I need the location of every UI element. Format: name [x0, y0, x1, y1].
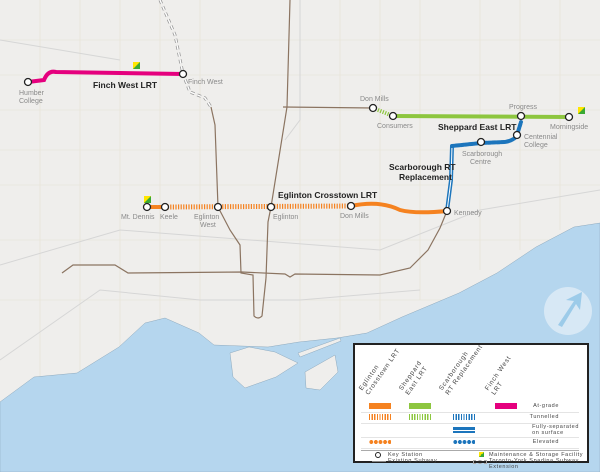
scarborough-rt-label-1: Scarborough RT: [389, 162, 456, 172]
station-eglinton: [266, 202, 276, 212]
swatch-scarborough-tunnelled: [453, 414, 475, 420]
label-kennedy: Kennedy: [454, 210, 482, 217]
swatch-scarborough-surface: [453, 427, 475, 433]
station-mt-dennis: [142, 202, 152, 212]
spadina-line: [210, 106, 267, 319]
legend-row-text: Fully-separated: [532, 424, 579, 430]
eglinton-tunnelled[interactable]: [164, 203, 352, 210]
label-keele: Keele: [160, 214, 178, 221]
toronto-islands: [229, 346, 299, 389]
yonge-line: [265, 0, 291, 279]
compass: [544, 287, 592, 335]
sheppard-at-grade[interactable]: [392, 114, 570, 119]
station-keele: [160, 202, 170, 212]
swatch-sheppard-at-grade: [409, 403, 431, 409]
label-don-mills-shep: Don Mills: [360, 96, 389, 103]
highways: [0, 0, 600, 361]
label-eglinton-west-1: Eglinton: [194, 214, 219, 221]
station-kennedy: [442, 206, 452, 216]
swatch-sheppard-tunnelled: [409, 414, 431, 420]
eglinton-at-grade[interactable]: [350, 201, 448, 215]
north-arrow-icon: [558, 292, 582, 327]
label-centennial-1: Centennial: [524, 134, 558, 141]
station-centennial-college: [512, 130, 522, 140]
swatch-eglinton-elevated: [369, 439, 391, 445]
legend-existing-subway: Existing Subway: [388, 458, 438, 464]
label-progress: Progress: [509, 104, 538, 111]
label-humber-2: College: [19, 98, 43, 105]
label-finch-west: Finch West: [188, 79, 223, 86]
label-scarborough-centre-1: Scarborough: [462, 151, 502, 158]
key-stations[interactable]: [23, 69, 574, 216]
maintenance-facility-icon: [479, 452, 484, 457]
sheppard-subway: [282, 106, 374, 109]
spadina-extension-icon: [473, 460, 487, 464]
legend-maintenance: Maintenance & Storage Facility: [489, 452, 584, 458]
key-station-icon: [375, 452, 381, 458]
label-centennial-2: College: [524, 142, 548, 149]
label-eglinton: Eglinton: [273, 214, 298, 221]
legend-spadina-extension: Toronto-York Spadina Subway Extension: [489, 458, 579, 470]
scarborough-rt-label-2: Replacement: [399, 172, 452, 182]
station-finch-west: [178, 69, 188, 79]
swatch-eglinton-tunnelled: [369, 414, 391, 420]
legend-row-tunnelled: Tunnelled: [361, 412, 579, 424]
legend-elevated: Elevated: [532, 439, 559, 445]
legend-key-station: Key Station: [388, 452, 423, 458]
station-don-mills-sheppard: [368, 103, 378, 113]
label-morningside: Morningside: [550, 124, 588, 131]
legend-row-text: on surface: [532, 430, 564, 436]
label-scarborough-centre-2: Centre: [470, 159, 491, 166]
finch-west-lrt[interactable]: [27, 69, 184, 84]
station-consumers: [388, 111, 398, 121]
legend-tunnelled: Tunnelled: [529, 414, 559, 420]
eglinton-crosstown-lrt-label: Eglinton Crosstown LRT: [278, 190, 378, 200]
spadina-extension: [158, 0, 213, 108]
swatch-eglinton-at-grade: [369, 403, 391, 409]
station-morningside: [564, 112, 574, 122]
label-humber-1: Humber: [19, 90, 45, 97]
station-scarborough-centre: [476, 137, 486, 147]
legend-row-elevated: Elevated: [361, 437, 579, 449]
bloor-danforth-line: [61, 210, 448, 278]
swatch-finch-at-grade: [495, 403, 517, 409]
existing-subway: [61, 0, 448, 319]
label-eglinton-west-2: West: [200, 222, 216, 229]
legend-row-at-grade: At-grade: [361, 401, 579, 413]
legend-divider: [361, 450, 579, 451]
station-humber-college: [23, 77, 33, 87]
label-don-mills-egl: Don Mills: [340, 213, 369, 220]
station-eglinton-west: [213, 202, 223, 212]
legend-at-grade: At-grade: [533, 403, 559, 409]
finch-west-lrt-label: Finch West LRT: [93, 80, 158, 90]
port-lands: [297, 337, 342, 391]
sheppard-east-lrt-label: Sheppard East LRT: [438, 122, 517, 132]
station-don-mills-eglinton: [346, 201, 356, 211]
label-mt-dennis: Mt. Dennis: [121, 214, 155, 221]
maintenance-facility-icon: [133, 62, 585, 203]
existing-subway-icon: [372, 461, 386, 462]
swatch-scarborough-elevated: [453, 439, 475, 445]
label-consumers: Consumers: [377, 123, 413, 130]
station-progress: [516, 111, 526, 121]
